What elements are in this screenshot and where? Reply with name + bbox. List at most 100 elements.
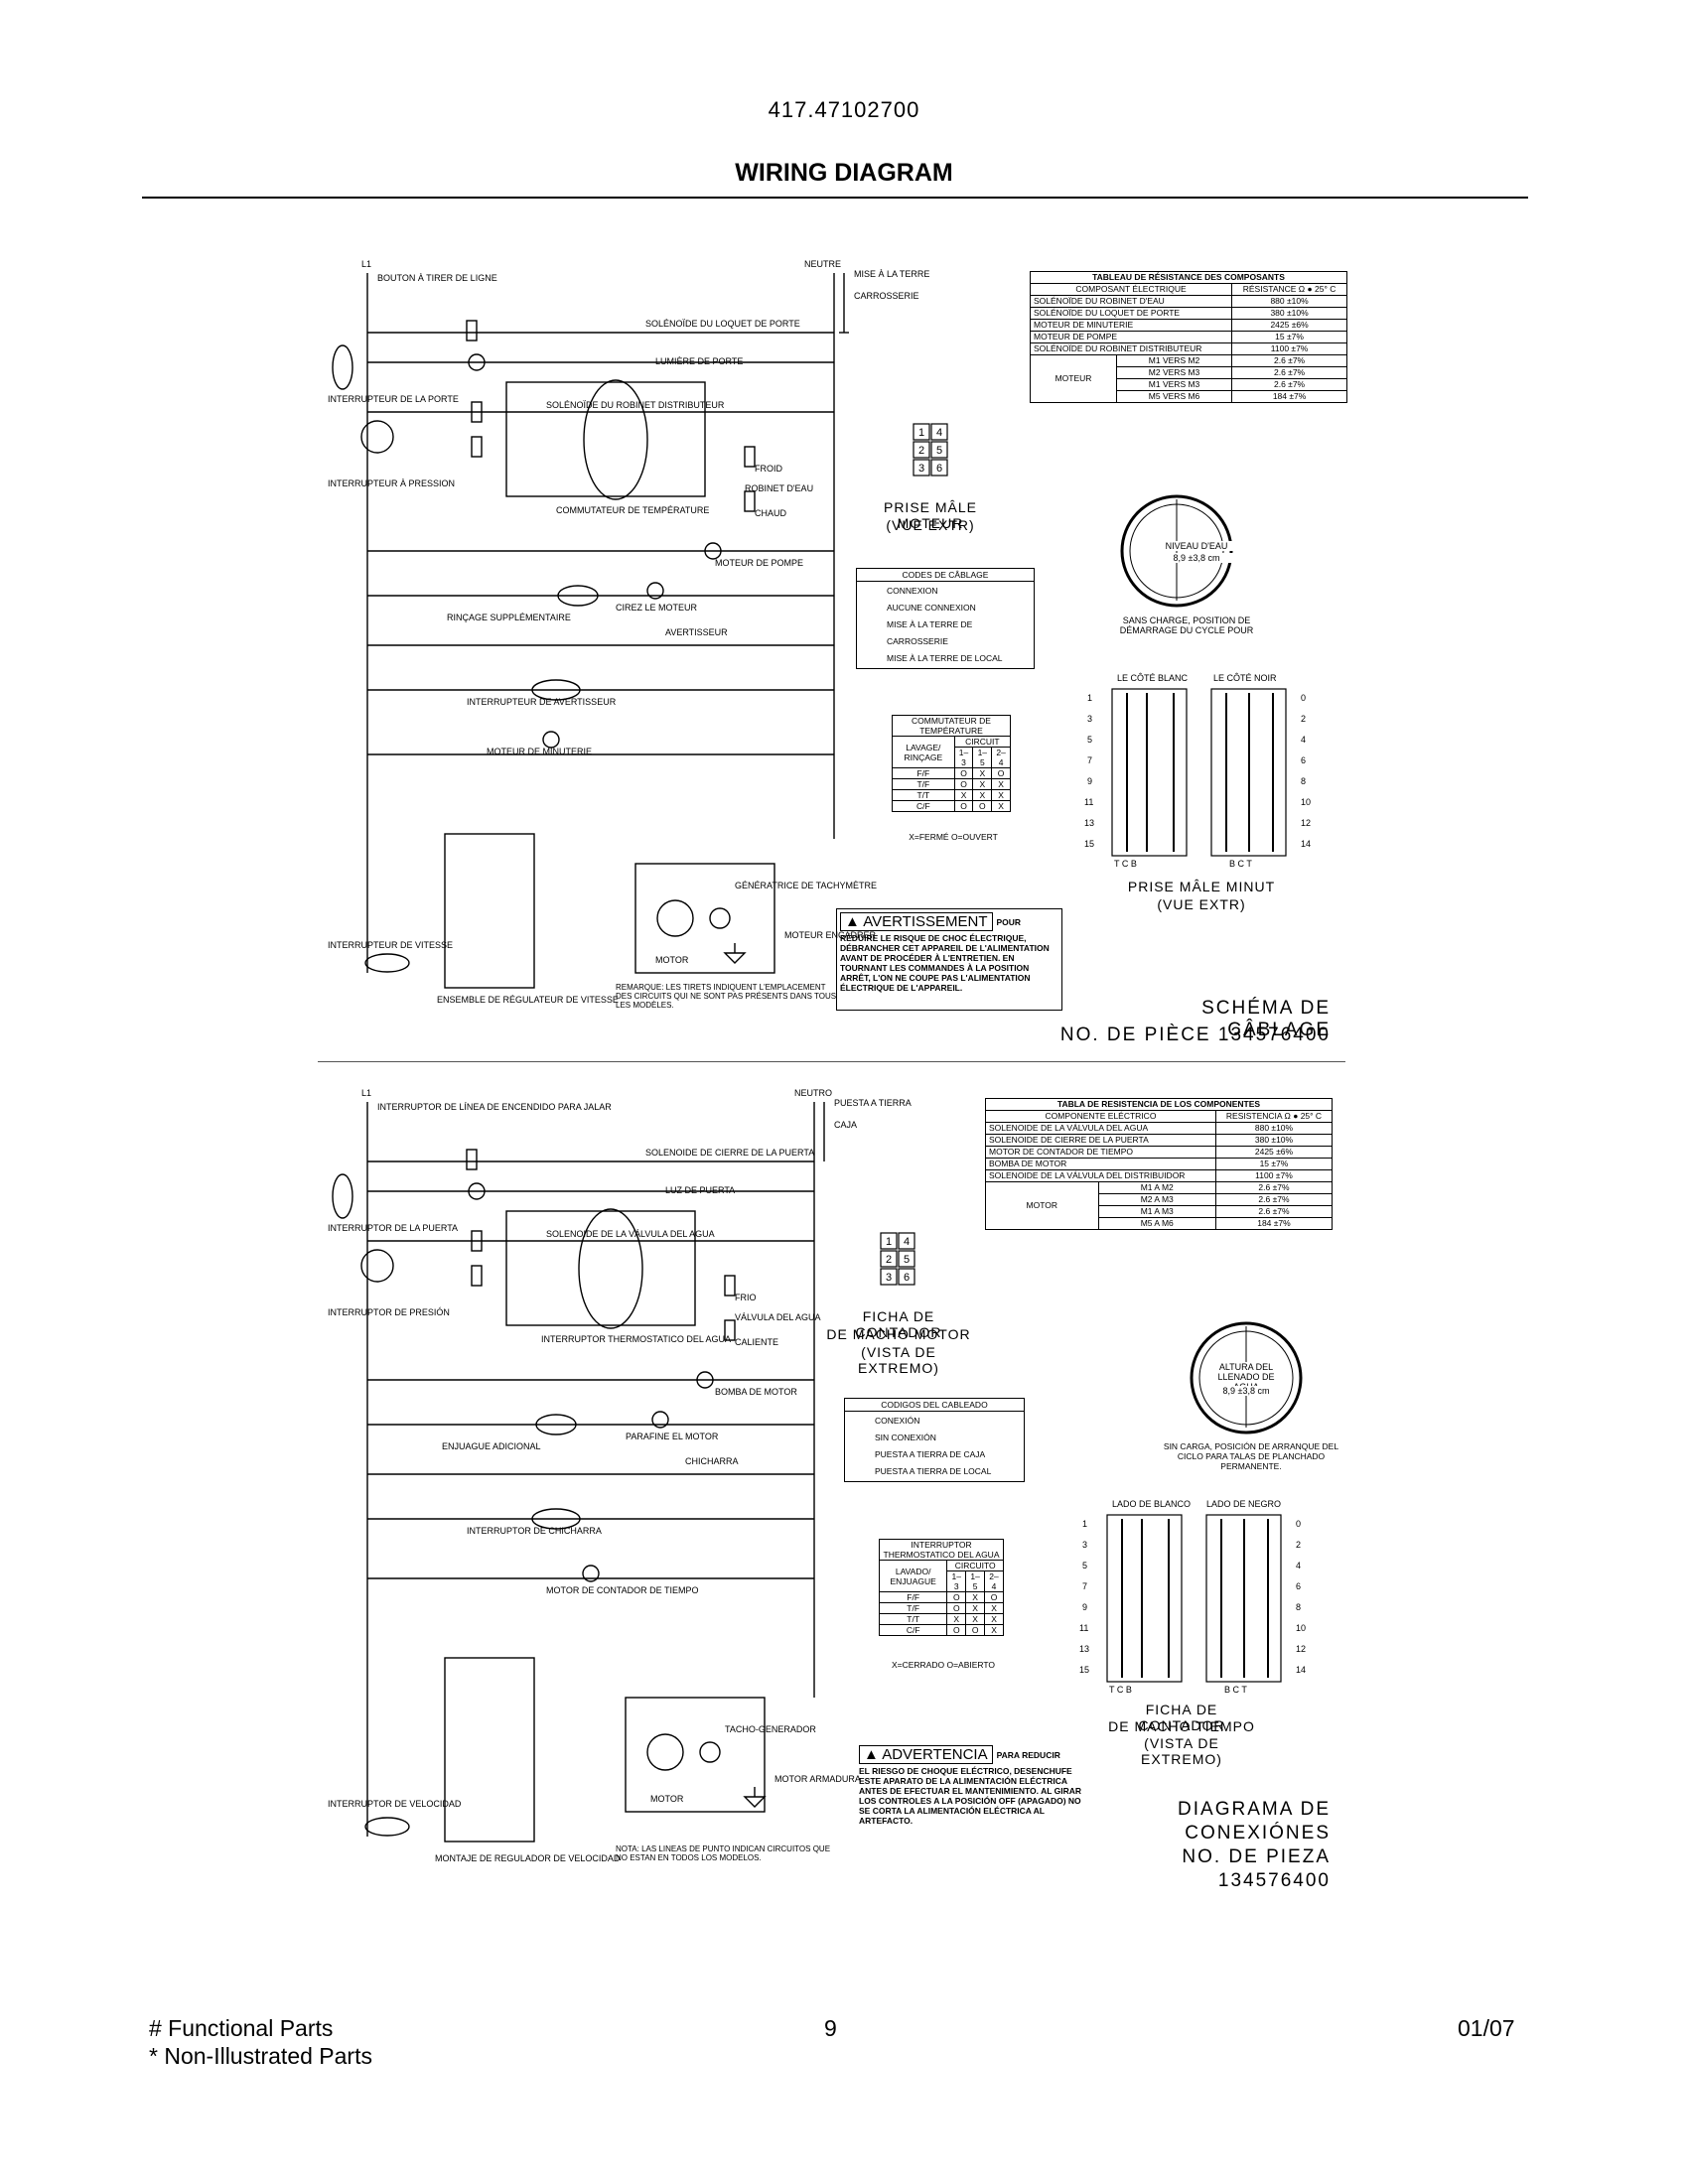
sw-col: 1–5 — [965, 1570, 986, 1592]
table-cell: 184 ±7% — [1214, 1217, 1334, 1230]
svg-text:15: 15 — [1084, 839, 1094, 849]
svg-text:3: 3 — [918, 463, 924, 475]
table-col1: COMPONENTE ELÉCTRICO — [985, 1110, 1216, 1123]
water-level-label: NIVEAU D'EAU — [1157, 541, 1236, 551]
table-cell: 2425 ±6% — [1231, 319, 1347, 332]
label-ground: PUESTA A TIERRA — [834, 1098, 912, 1108]
sw-cell: X — [984, 1624, 1004, 1636]
sw-cell: O — [965, 1624, 986, 1636]
footer-functional: # Functional Parts — [149, 2015, 334, 2041]
warning-title: ADVERTENCIA — [882, 1746, 988, 1763]
warning-text: EL RIESGO DE CHOQUE ELÉCTRICO, DESENCHUF… — [859, 1766, 1082, 1826]
svg-text:1: 1 — [918, 427, 924, 439]
sw-cell: X — [984, 1602, 1004, 1614]
svg-text:5: 5 — [1087, 735, 1092, 745]
footer-non-illustrated: * Non-Illustrated Parts — [149, 2043, 372, 2069]
sw-col: 1–3 — [946, 1570, 967, 1592]
label-temp-switch: INTERRUPTOR THERMOSTATICO DEL AGUA — [541, 1334, 731, 1344]
table-row: SOLÉNOÏDE DU LOQUET DE PORTE — [1029, 307, 1233, 320]
table-cell: 880 ±10% — [1214, 1122, 1334, 1135]
wiring-codes-fr: CODES DE CÂBLAGE CONNEXION AUCUNE CONNEX… — [856, 568, 1035, 669]
page-number: 9 — [824, 2015, 837, 2041]
wiring-diagram-es: L1 NEUTRO INTERRUPTOR DE LÍNEA DE ENCEND… — [328, 1088, 912, 1863]
svg-text:0: 0 — [1301, 693, 1306, 703]
table-col2: RESISTENCIA Ω ● 25° C — [1214, 1110, 1334, 1123]
label-valve-solenoid: SOLÉNOÏDE DU ROBINET DISTRIBUTEUR — [546, 400, 725, 410]
label-speed-switch: INTERRUPTEUR DE VITESSE — [328, 940, 453, 950]
label-pull-button: INTERRUPTOR DE LÍNEA DE ENCENDIDO PARA J… — [377, 1102, 612, 1112]
black-side-label: LE CÔTÉ NOIR — [1213, 673, 1277, 683]
label-pump-motor: MOTEUR DE POMPE — [715, 558, 803, 568]
schema-title: SCHÉMA DE CÂBLAGE — [1201, 998, 1331, 1040]
svg-text:2: 2 — [918, 445, 924, 457]
label-extra-rinse: RINÇAGE SUPPLÉMENTAIRE — [447, 613, 571, 622]
sw-cell: F/F — [878, 1591, 948, 1603]
sw-col: 1–3 — [953, 747, 974, 768]
label-extra-rinse: ENJUAGUE ADICIONAL — [442, 1441, 541, 1451]
schema-title-2: CONEXIÓNES — [1185, 1823, 1331, 1843]
sw-cell: X — [965, 1613, 986, 1625]
svg-text:4: 4 — [936, 427, 942, 439]
svg-text:1: 1 — [886, 1236, 892, 1248]
sw-mode: LAVAGE/ RINÇAGE — [892, 736, 955, 768]
svg-text:10: 10 — [1301, 797, 1311, 807]
table-motor: MOTOR — [985, 1181, 1099, 1230]
table-col1: COMPOSANT ÉLECTRIQUE — [1029, 283, 1233, 296]
sw-cell: O — [984, 1591, 1004, 1603]
sw-circuit: CIRCUIT — [953, 736, 1012, 748]
svg-text:4: 4 — [1296, 1561, 1301, 1570]
table-cell: 380 ±10% — [1214, 1134, 1334, 1147]
label-buzzer-switch: INTERRUPTEUR DE AVERTISSEUR — [467, 697, 617, 707]
svg-text:6: 6 — [1296, 1581, 1301, 1591]
wiring-diagram-fr: L1 NEUTRE BOUTON À TIRER DE LIGNE MISE À… — [328, 259, 929, 1010]
sw-cell: O — [991, 767, 1011, 779]
label-cold: FRIO — [735, 1293, 757, 1302]
svg-text:10: 10 — [1296, 1623, 1306, 1633]
table-row: MOTEUR DE POMPE — [1029, 331, 1233, 343]
motor-plug-label-2: DE MACHO MOTOR — [826, 1326, 971, 1342]
sw-cell: X — [972, 789, 993, 801]
table-row: MOTOR DE CONTADOR DE TIEMPO — [985, 1146, 1216, 1159]
code-local-ground: PUESTA A TIERRA DE LOCAL — [875, 1466, 992, 1476]
svg-text:11: 11 — [1084, 797, 1093, 807]
warning-box-fr: ▲ AVERTISSEMENT POUR RÉDUIRE LE RISQUE D… — [836, 908, 1062, 1011]
water-level-value: 8,9 ±3,8 cm — [1157, 553, 1236, 563]
motor-plug-view: (VISTA DE EXTREMO) — [858, 1344, 939, 1376]
label-motor: MOTOR — [655, 955, 689, 965]
label-tacho-motor: CIREZ LE MOTEUR — [616, 603, 698, 613]
table-cell: 2.6 ±7% — [1231, 366, 1347, 379]
schema-part-label: NO. DE PIEZA — [1182, 1846, 1331, 1867]
table-cell: 2.6 ±7% — [1214, 1181, 1334, 1194]
warning-pour: PARA REDUCIR — [996, 1749, 1060, 1760]
label-neutral: NEUTRO — [794, 1088, 832, 1098]
sw-col: 2–4 — [984, 1570, 1004, 1592]
sw-col: 2–4 — [991, 747, 1011, 768]
resistance-table-es: TABLA DE RESISTENCIA DE LOS COMPONENTES … — [985, 1098, 1334, 1230]
label-drive-motor: MOTOR ARMADURA — [774, 1774, 861, 1784]
section-divider — [318, 1061, 1345, 1062]
sw-mode: LAVADO/ ENJUAGUE — [878, 1560, 948, 1592]
table-motor: MOTEUR — [1030, 354, 1117, 403]
svg-text:8: 8 — [1301, 776, 1306, 786]
table-row: MOTEUR DE MINUTERIE — [1029, 319, 1233, 332]
white-side-label: LE CÔTÉ BLANC — [1117, 673, 1189, 683]
code-local-ground: MISE À LA TERRE DE LOCAL — [887, 653, 1003, 663]
label-buzzer: AVERTISSEUR — [665, 627, 728, 637]
label-door-switch: INTERRUPTEUR DE LA PORTE — [328, 394, 459, 404]
svg-text:9: 9 — [1087, 776, 1092, 786]
sw-cell: O — [946, 1602, 967, 1614]
label-door-lock: SOLÉNOÏDE DU LOQUET DE PORTE — [645, 319, 800, 329]
schema-part: NO. DE PIÈCE 134576400 — [1059, 1024, 1331, 1045]
label-speed-control: ENSEMBLE DE RÉGULATEUR DE VITESSE — [437, 995, 619, 1005]
table-cell: 380 ±10% — [1231, 307, 1347, 320]
sw-cell: X — [972, 767, 993, 779]
label-water-valve: ROBINET D'EAU — [745, 483, 813, 493]
table-cell: 15 ±7% — [1214, 1158, 1334, 1170]
motor-plug-label: FICHA DE CONTADOR — [855, 1308, 942, 1340]
sw-cell: T/F — [878, 1602, 948, 1614]
table-col2: RÉSISTANCE Ω ● 25° C — [1231, 283, 1347, 296]
sw-cell: O — [972, 800, 993, 812]
